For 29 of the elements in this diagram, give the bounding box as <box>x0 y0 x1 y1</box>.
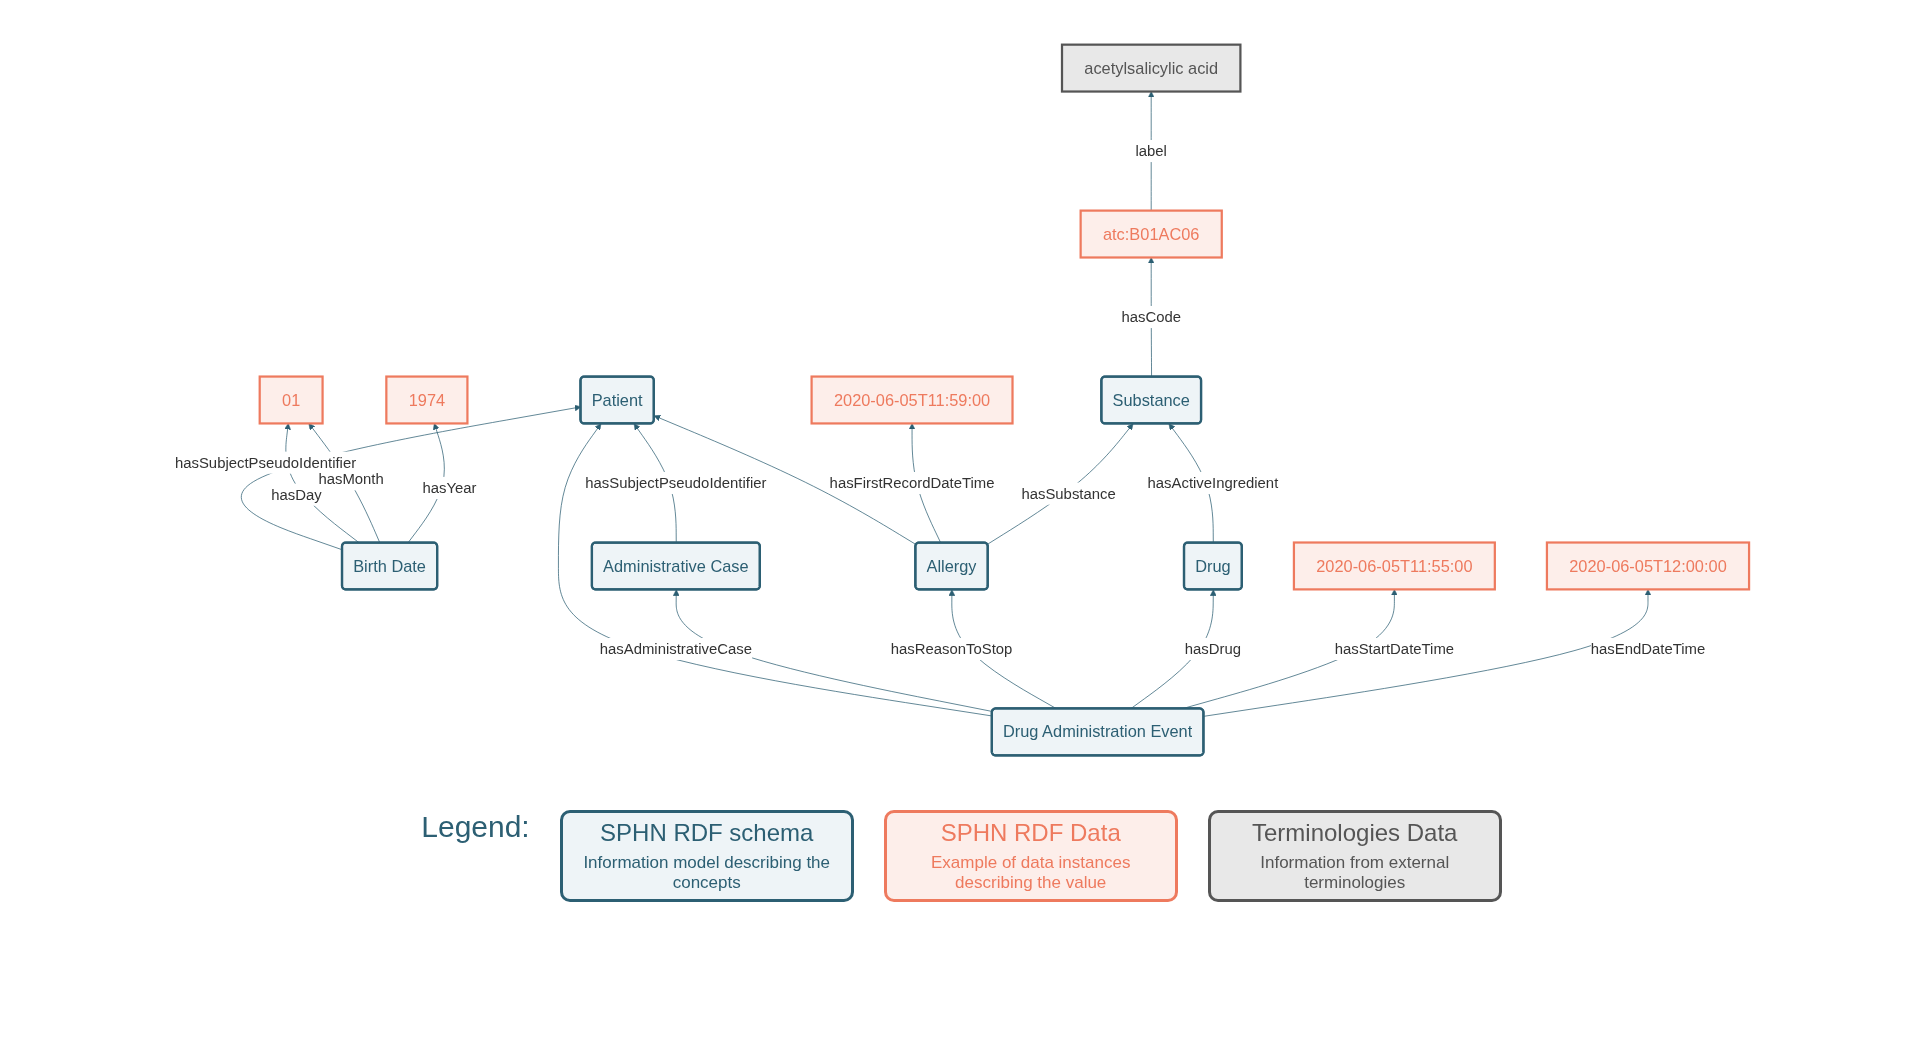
legend-description: Information model describing the concepts <box>582 853 832 893</box>
node-box: atc:B01AC06 <box>1079 209 1223 259</box>
edge-label: hasDrug <box>1184 640 1241 658</box>
edge-label: hasCode <box>1120 308 1181 326</box>
node-box: 2020-06-05T12:00:00 <box>1545 541 1750 591</box>
edge-label: hasActiveIngredient <box>1147 474 1278 492</box>
edge-label: hasFirstRecordDateTime <box>829 474 994 492</box>
edge-label: hasYear <box>421 479 476 497</box>
legend-text: SPHN RDF schema <box>599 819 815 847</box>
edge-label: hasAdministrativeCase <box>599 640 752 658</box>
legend-text: Terminologies Data <box>1251 819 1459 847</box>
edge-label: hasReasonToStop <box>890 640 1012 658</box>
node-box: 01 <box>258 375 324 425</box>
node-box: 2020-06-05T11:59:00 <box>810 375 1014 425</box>
edge-label: hasSubjectPseudoIdentifier <box>174 454 356 471</box>
legend-title: Legend: <box>421 810 530 844</box>
node-box: 1974 <box>384 375 469 425</box>
node-box: 2020-06-05T11:55:00 <box>1292 541 1496 591</box>
edge-label: hasStartDateTime <box>1334 640 1454 658</box>
legend-text: SPHN RDF Data <box>939 819 1122 847</box>
edge-label: hasMonth <box>317 471 384 488</box>
legend-description: Information from external terminologies <box>1259 853 1451 893</box>
edge-label: hasEndDateTime <box>1590 640 1705 658</box>
edge-label: hasSubjectPseudoIdentifier <box>584 474 766 492</box>
legend-description: Example of data instances describing the value <box>930 853 1132 893</box>
edge-label: hasDay <box>270 486 322 503</box>
node-box: acetylsalicylic acid <box>1060 43 1242 93</box>
edge-label: hasSubstance <box>1020 485 1116 502</box>
edge-label: label <box>1134 142 1167 160</box>
